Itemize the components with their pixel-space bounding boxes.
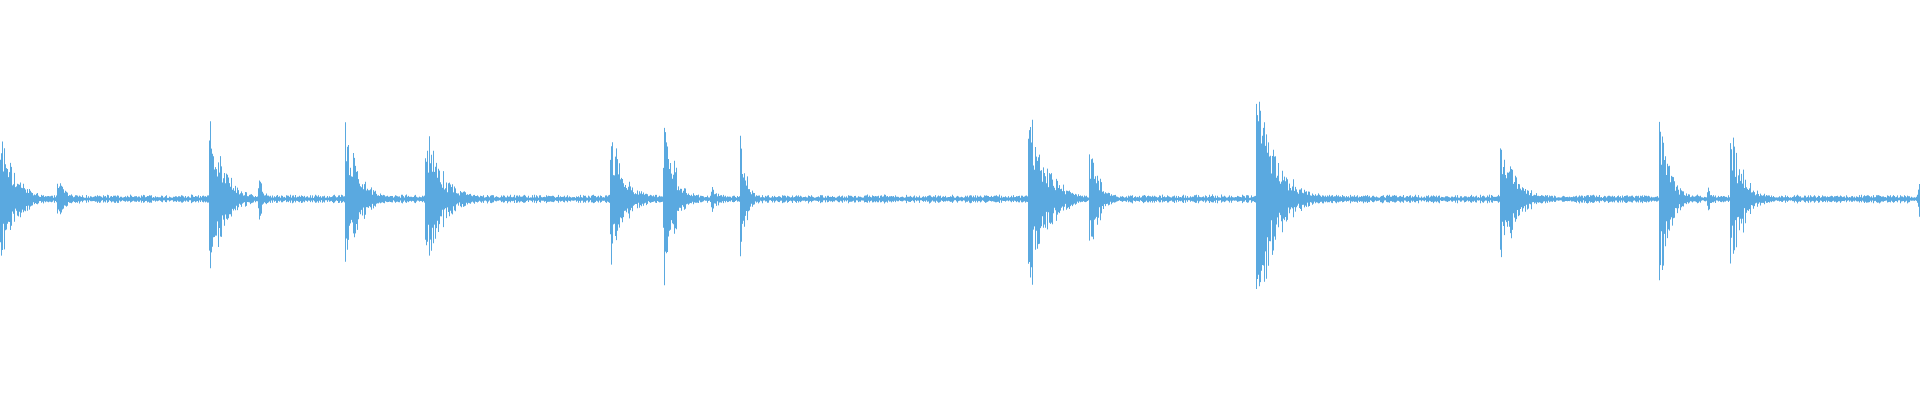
waveform-trace <box>0 101 1920 289</box>
